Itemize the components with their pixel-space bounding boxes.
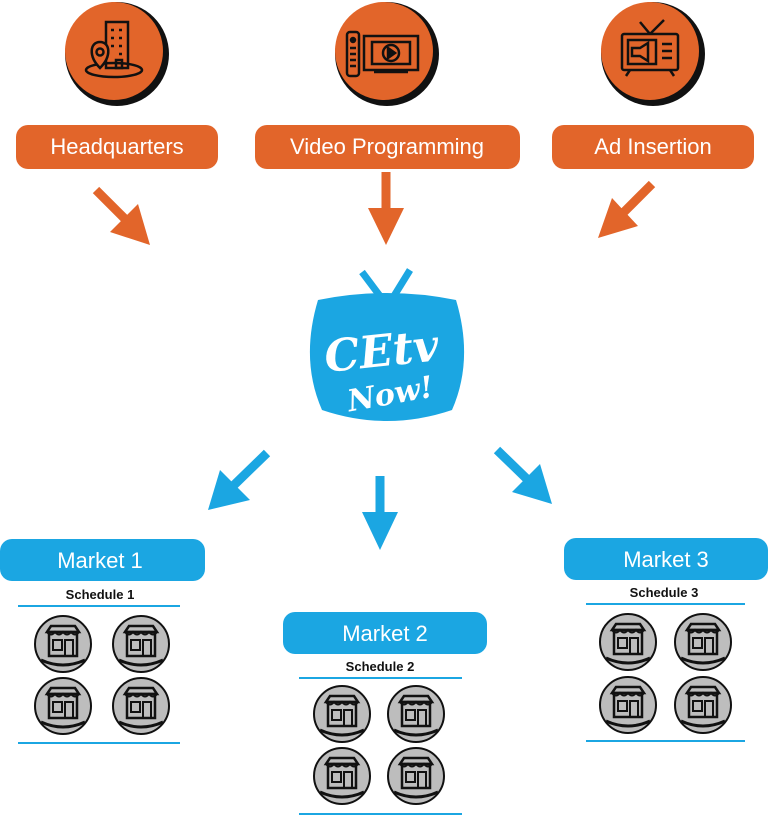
market-label-box bbox=[283, 612, 487, 654]
store-icon bbox=[111, 676, 171, 736]
store-icon bbox=[312, 746, 372, 806]
source-circle-headquarters bbox=[65, 2, 163, 100]
hub-logo: CEtv Now! bbox=[309, 268, 465, 421]
market-2: Market 2 Schedule 2 bbox=[283, 612, 487, 815]
store-icon bbox=[33, 614, 93, 674]
store-icon bbox=[312, 684, 372, 744]
store-icon bbox=[598, 675, 658, 735]
store-icon bbox=[386, 684, 446, 744]
store-icon bbox=[598, 612, 658, 672]
schedule-label: Schedule 3 bbox=[630, 585, 699, 600]
market-label: Market 2 bbox=[342, 621, 428, 646]
market-label-box bbox=[0, 539, 205, 581]
arrow-hub-to-market-2 bbox=[362, 476, 398, 550]
source-label-video-programming: Video Programming bbox=[255, 125, 520, 169]
source-ad-insertion bbox=[601, 2, 705, 106]
headquarters-building-icon bbox=[84, 20, 144, 79]
source-label-ad-insertion: Ad Insertion bbox=[552, 125, 754, 169]
market-1: Market 1 Schedule 1 bbox=[0, 539, 205, 744]
store-icon bbox=[673, 612, 733, 672]
source-label-text: Video Programming bbox=[290, 134, 484, 159]
arrow-hub-to-market-1 bbox=[208, 449, 271, 510]
source-circle-ad-insertion bbox=[601, 2, 699, 100]
market-3: Market 3 Schedule 3 bbox=[564, 538, 768, 742]
store-icon bbox=[33, 676, 93, 736]
arrow-headquarters-to-hub bbox=[92, 186, 150, 245]
store-icon bbox=[673, 675, 733, 735]
market-label-box bbox=[564, 538, 768, 580]
arrow-video-to-hub bbox=[368, 172, 404, 245]
store-icon bbox=[111, 614, 171, 674]
market-label: Market 1 bbox=[57, 548, 143, 573]
source-label-text: Headquarters bbox=[50, 134, 183, 159]
schedule-label: Schedule 1 bbox=[66, 587, 135, 602]
source-label-text: Ad Insertion bbox=[594, 134, 711, 159]
source-video-programming bbox=[335, 2, 439, 106]
store-icon bbox=[386, 746, 446, 806]
schedule-label: Schedule 2 bbox=[346, 659, 415, 674]
video-programming-icon bbox=[345, 30, 420, 78]
source-headquarters bbox=[65, 2, 169, 106]
market-label: Market 3 bbox=[623, 547, 709, 572]
source-label-headquarters: Headquarters bbox=[16, 125, 218, 169]
arrow-hub-to-market-3 bbox=[493, 446, 552, 504]
ad-insertion-tv-icon bbox=[620, 19, 680, 77]
arrow-ad-to-hub bbox=[598, 180, 656, 238]
logo-wordmark: CEtv bbox=[322, 320, 442, 383]
tv-logo-icon bbox=[309, 268, 465, 421]
